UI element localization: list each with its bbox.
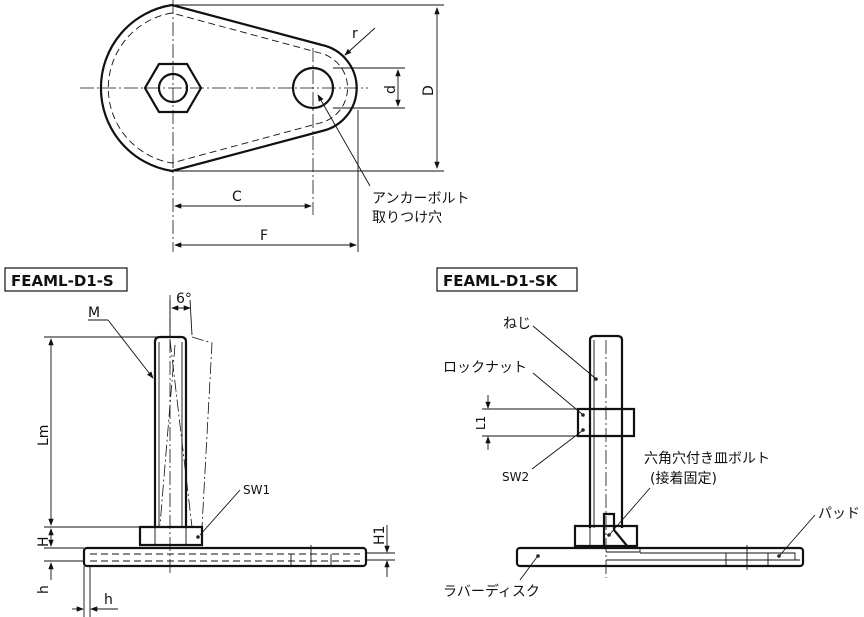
wrench-size-label: SW1 [243,483,270,497]
dim-h-horizontal-label: h [104,592,113,608]
dim-L1-label: L1 [474,416,488,430]
adhesive-fixed-label: (接着固定) [650,470,717,487]
hex-nut-top [143,62,203,114]
side-view-sk: FEAML-D1-SK ねじ ロックナット L1 SW2 六角穴付き皿ボルト (… [436,267,860,600]
dim-C-label: C [232,189,242,205]
thread-label: M [88,305,100,321]
side-view-s: FEAML-D1-S 6° M Lm H [4,267,395,617]
base-inner-dashed [107,12,349,164]
model-label-s: FEAML-D1-S [11,272,114,290]
dim-D-label: D [421,85,437,96]
dim-Lm-label: Lm [36,425,52,446]
dim-H-label: H [36,536,52,547]
model-label-sk: FEAML-D1-SK [443,272,559,290]
dim-F-label: F [260,228,268,244]
pad-label: パッド [818,506,860,522]
angle-label: 6° [176,291,192,307]
anchor-hole-label-2: 取りつけ穴 [372,210,442,226]
lock-nut-label: ロックナット [443,360,527,376]
wrench-size-label-2: SW2 [502,470,529,484]
rubber-disc-label: ラバーディスク [443,583,540,600]
top-view: r d D C F アンカーボルト 取りつけ穴 [80,0,469,252]
dim-r-label: r [352,26,358,42]
screw-label: ねじ [503,316,531,332]
anchor-hole-label: アンカーボルト [372,191,469,207]
countersunk-bolt-label: 六角穴付き皿ボルト [644,451,770,467]
dim-H1-label: H1 [372,526,388,545]
dim-d-label: d [383,85,399,94]
dim-h-vertical-label: h [36,585,52,594]
base-outline [99,3,358,173]
